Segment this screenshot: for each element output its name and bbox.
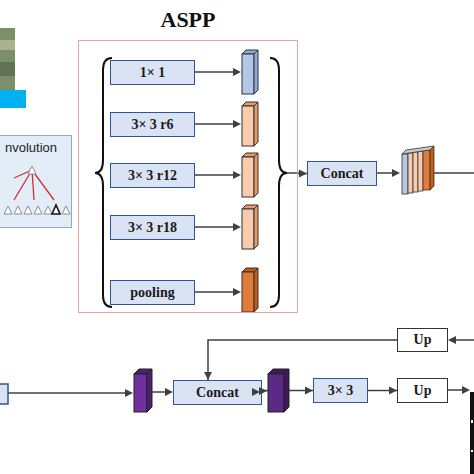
incoming-line <box>455 339 474 341</box>
output-arrowhead <box>462 386 470 394</box>
dilation-nodes <box>4 166 70 214</box>
box-label: Concat <box>321 166 364 182</box>
incoming-arrowhead <box>448 336 456 344</box>
input-image <box>0 28 15 92</box>
box-label: Concat <box>196 385 239 401</box>
output-image-detail <box>471 420 473 423</box>
arrowhead <box>305 387 313 395</box>
dilation-lines <box>14 170 54 200</box>
output-line <box>434 172 474 174</box>
connector-arrow <box>368 387 397 395</box>
branch-arrows <box>195 72 234 292</box>
output-image-detail <box>471 450 473 452</box>
cropped-box <box>0 384 8 404</box>
process-box: pooling <box>110 280 195 305</box>
process-box: 3× 3 r6 <box>110 112 195 137</box>
right-brace <box>270 58 287 307</box>
box-label: 3× 3 r12 <box>128 168 177 184</box>
map-arrowhead <box>165 388 173 396</box>
process-box: Up <box>397 378 448 403</box>
illustration-panel: nvolution <box>0 135 72 228</box>
concat-out-arrowhead <box>252 388 260 396</box>
connector-line <box>368 390 397 392</box>
output-arrow <box>448 389 463 391</box>
concat-stack <box>402 146 434 194</box>
process-box: 3× 3 r12 <box>110 163 195 188</box>
stack-arrow <box>377 172 393 174</box>
box-label: nvolution <box>5 140 57 155</box>
blue-block <box>0 90 26 108</box>
input-image-detail <box>0 40 15 50</box>
left-arrow <box>8 392 126 394</box>
input-image-detail <box>0 62 15 76</box>
box-label: 3× 3 r18 <box>128 220 177 236</box>
process-box: Concat <box>307 161 377 186</box>
process-box: 3× 3 <box>313 378 368 403</box>
process-box: 3× 3 r18 <box>110 215 195 240</box>
box-label: pooling <box>130 285 174 301</box>
output-image <box>470 392 474 474</box>
connector-line <box>208 340 397 380</box>
connector-line <box>298 173 307 175</box>
dilation-node-active <box>52 205 60 214</box>
left-arrowhead <box>125 389 133 397</box>
process-box: Concat <box>173 380 262 405</box>
arrowhead <box>204 372 212 380</box>
arrowhead <box>389 387 397 395</box>
process-box: 1× 1 <box>110 60 195 85</box>
box-label: 3× 3 <box>328 383 353 399</box>
connector-arrow <box>298 170 307 178</box>
box-label: 3× 3 r6 <box>131 117 173 133</box>
purple-feature-map <box>134 369 152 412</box>
arrowhead <box>299 170 307 178</box>
module-title: ASPP <box>79 7 297 33</box>
process-box: Up <box>397 328 448 352</box>
connector-arrow <box>262 387 313 395</box>
box-label: 1× 1 <box>140 65 165 81</box>
connector-line <box>262 390 313 392</box>
box-label: Up <box>414 332 432 348</box>
connector-arrow <box>204 340 397 380</box>
map-arrow <box>152 391 166 393</box>
branch-feature-maps <box>242 50 258 312</box>
concat-out-arrowhead <box>259 387 267 395</box>
branch-arrowheads <box>233 68 241 296</box>
box-label: Up <box>414 383 432 399</box>
stack-arrowhead <box>392 169 400 177</box>
module-frame: ASPP1× 13× 3 r63× 3 r123× 3 r18pooling <box>78 40 298 313</box>
dark-feature-map <box>268 369 289 412</box>
